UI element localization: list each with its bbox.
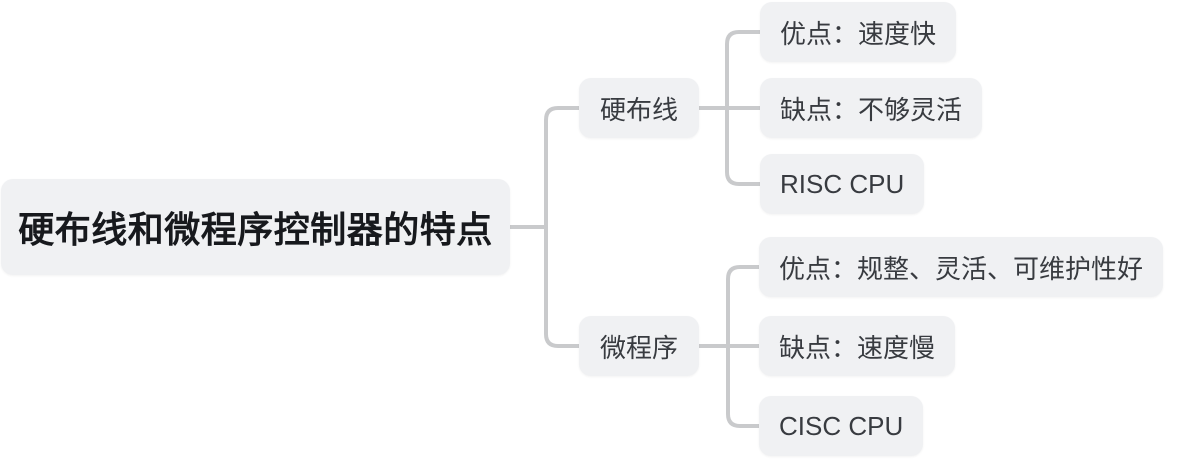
leaf-topic-hardwired-cpu-type[interactable]: RISC CPU [760, 154, 925, 214]
leaf-topic-microprogram-disadvantage[interactable]: 缺点：速度慢 [759, 316, 956, 376]
branch-topic-hardwired[interactable]: 硬布线 [579, 78, 699, 138]
connector-hardwired-trunk [725, 30, 762, 186]
root-topic[interactable]: 硬布线和微程序控制器的特点 [1, 179, 510, 275]
branch-topic-microprogram[interactable]: 微程序 [579, 316, 699, 376]
connector-trunk-branches [544, 106, 581, 348]
connector-microprogram-trunk [726, 265, 761, 428]
leaf-topic-hardwired-disadvantage[interactable]: 缺点：不够灵活 [760, 78, 983, 138]
leaf-topic-hardwired-advantage[interactable]: 优点：速度快 [760, 2, 957, 62]
leaf-topic-microprogram-cpu-type[interactable]: CISC CPU [759, 396, 924, 456]
leaf-topic-microprogram-advantage[interactable]: 优点：规整、灵活、可维护性好 [759, 237, 1164, 297]
